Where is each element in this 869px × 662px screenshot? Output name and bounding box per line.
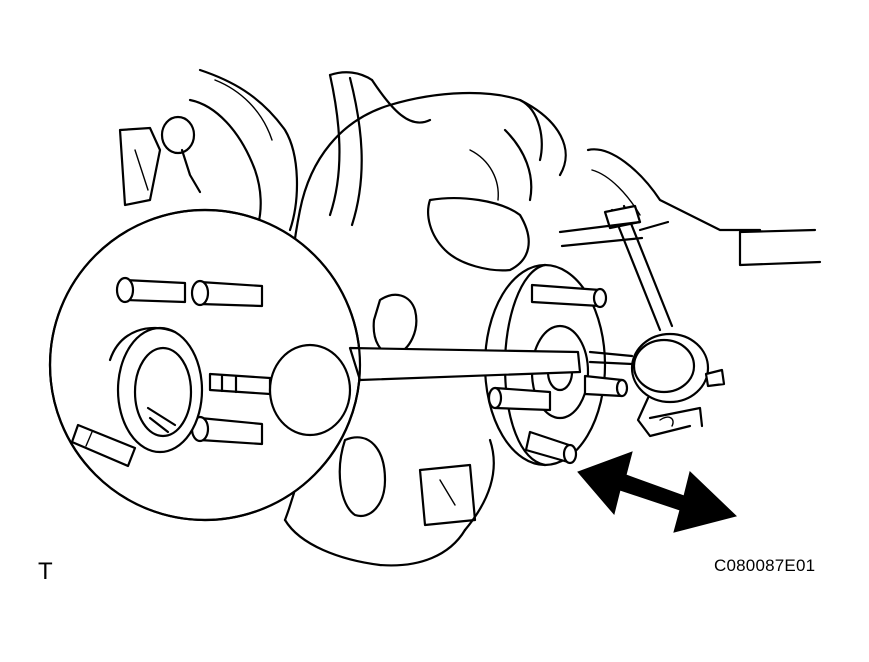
dial-indicator-stand — [558, 148, 822, 332]
figure-code: C080087E01 — [714, 556, 816, 575]
ball-joint — [118, 115, 202, 207]
view-label: T — [38, 558, 53, 585]
hub-bolt — [524, 430, 578, 465]
detail-tool-handle — [70, 423, 137, 468]
detail-hub-bolt — [190, 279, 264, 308]
detail-dial-plunger — [208, 343, 352, 437]
hub-bolt — [530, 283, 608, 309]
suspension-strut — [188, 68, 432, 232]
dial-indicator — [588, 332, 726, 438]
detail-hub-bolt — [190, 415, 264, 446]
hub-bolt — [487, 386, 552, 412]
double-arrow-icon — [577, 451, 737, 533]
detail-hub-bolt — [115, 276, 187, 304]
hub-bolt — [583, 374, 629, 398]
steering-knuckle — [283, 91, 567, 567]
detail-hub-flange — [108, 326, 204, 454]
